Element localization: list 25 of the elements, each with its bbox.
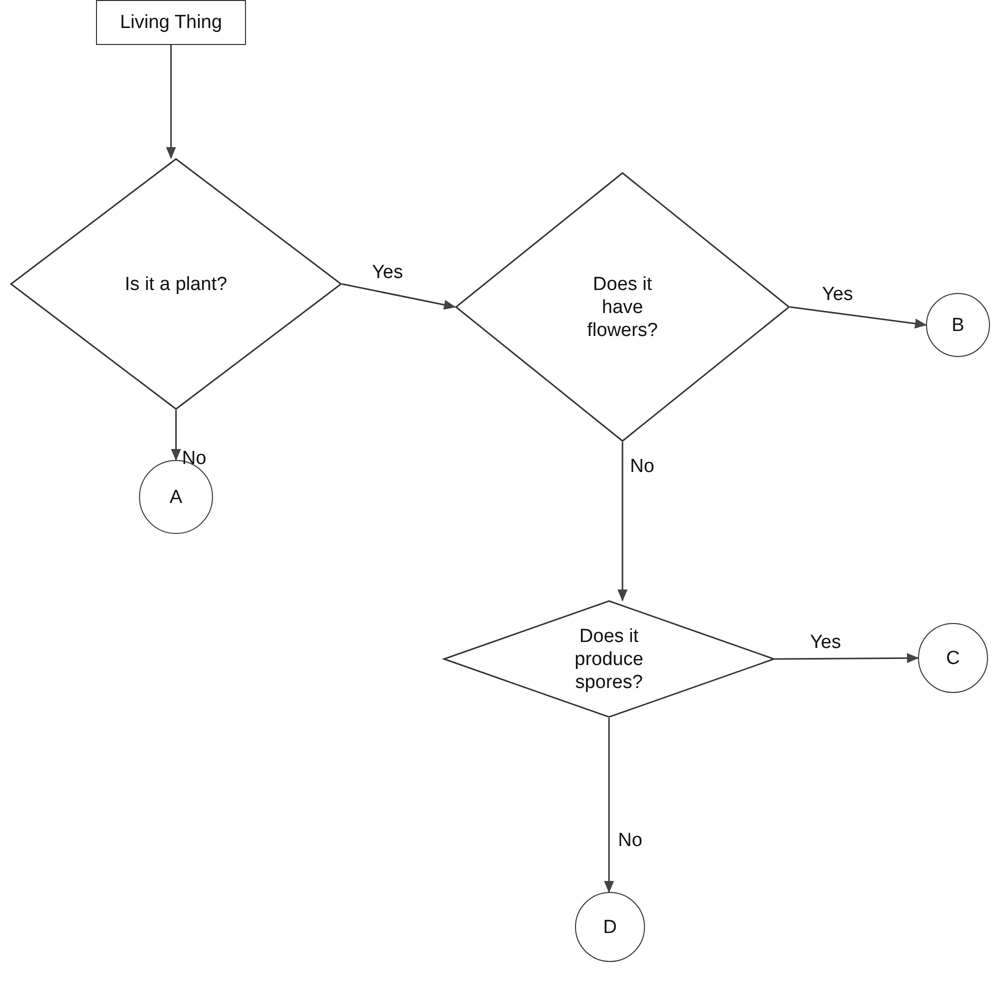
node-text: C [946, 646, 960, 670]
edge-label: No [618, 830, 642, 852]
node-text: Is it a plant? [124, 272, 228, 296]
decision-diamond [455, 172, 790, 442]
decision-diamond [10, 158, 342, 410]
edge-label: No [630, 456, 654, 478]
arrow [166, 45, 176, 160]
arrow [171, 410, 181, 461]
node-text: B [952, 314, 964, 336]
arrow [342, 283, 456, 310]
node-text: A [170, 486, 182, 508]
edge-label: Yes [372, 262, 403, 284]
edge-label: No [182, 448, 206, 470]
edge-label: Yes [810, 632, 841, 654]
arrow [618, 442, 628, 602]
start-box [96, 0, 246, 45]
node-text: Does it produce spores? [574, 624, 644, 694]
arrow [604, 718, 614, 894]
decision-diamond [443, 600, 775, 718]
node-text: Living Thing [118, 11, 224, 34]
arrow [775, 653, 919, 664]
node-text: Does it have flowers? [586, 272, 659, 342]
edge-label: Yes [822, 284, 853, 306]
node-text: D [603, 916, 617, 938]
arrow [790, 306, 927, 329]
